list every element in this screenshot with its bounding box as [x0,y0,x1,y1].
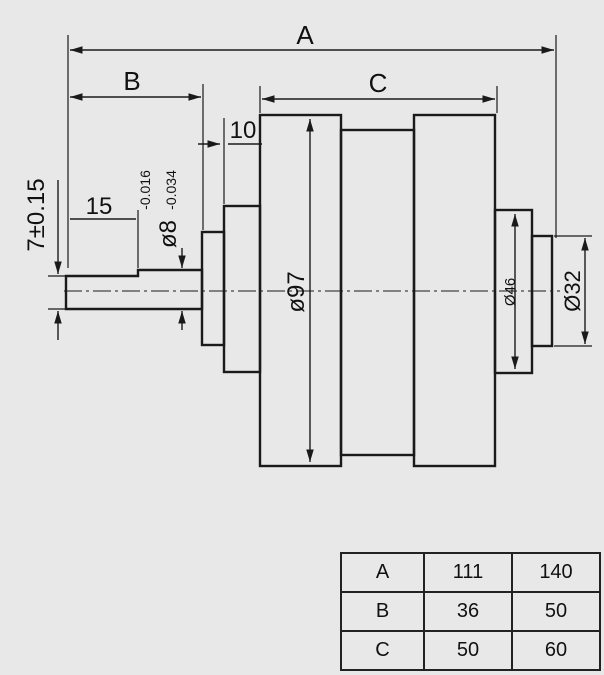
table-row: A 111 140 [340,552,601,593]
label-7-015: 7±0.15 [23,178,50,251]
table-cell-value: 36 [423,591,513,632]
label-hub-diameter: Ø46 [502,278,519,306]
extension-lines [48,35,592,347]
left-shaft [64,268,204,311]
table-cell-value: 50 [423,630,513,671]
table-cell-key: A [340,552,425,593]
table-cell-key: C [340,630,425,671]
label-c: C [369,68,388,98]
table-cell-value: 50 [511,591,601,632]
table-cell-value: 140 [511,552,601,593]
label-shaft-tol-lower: -0.034 [163,170,179,210]
table-cell-key: B [340,591,425,632]
label-a: A [296,20,314,50]
table-row: C 50 60 [340,630,601,671]
dimension-lines [54,46,589,462]
label-10: 10 [230,117,257,144]
dimension-table: A 111 140 B 36 50 C 50 60 [340,552,601,671]
label-b: B [123,66,140,96]
dimension-texts: A B C 10 15 7±0.15 ø8 -0.016 -0.034 ø97 … [23,20,585,313]
label-shaft-diameter: ø8 [155,220,182,248]
label-right-shaft-diameter: Ø32 [560,270,585,312]
label-roller-diameter: ø97 [283,271,310,312]
table-row: B 36 50 [340,591,601,632]
table-cell-value: 111 [423,552,513,593]
step-2 [222,204,262,374]
label-shaft-tol-upper: -0.016 [137,170,153,210]
roller-middle [339,128,416,457]
table-cell-value: 60 [511,630,601,671]
label-15: 15 [86,193,113,220]
step-1 [200,230,226,347]
technical-drawing: A B C 10 15 7±0.15 ø8 -0.016 -0.034 ø97 … [23,20,592,468]
